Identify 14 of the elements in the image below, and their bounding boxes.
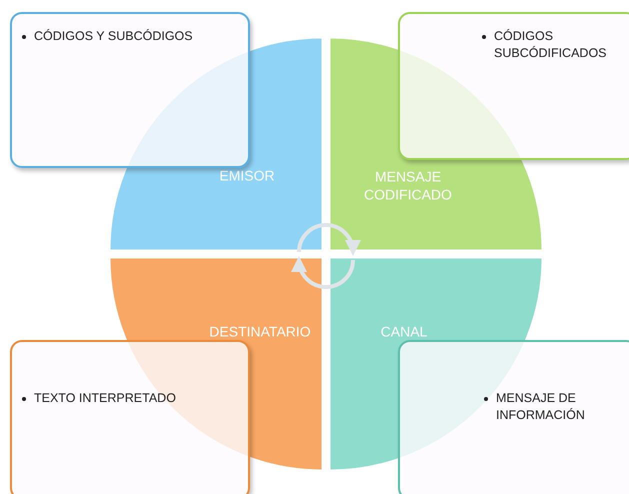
- text-card: [10, 12, 250, 168]
- text-card: [398, 340, 629, 494]
- quadrant-label: DESTINATARIO: [208, 323, 312, 341]
- quadrant-label: MENSAJE CODIFICADO: [363, 168, 453, 204]
- text-card: [10, 340, 250, 494]
- cycle-arrow: [292, 256, 355, 289]
- text-card: [398, 12, 629, 160]
- bullet-text: TEXTO INTERPRETADO: [22, 390, 234, 407]
- quadrant-label: EMISOR: [218, 167, 276, 185]
- bullet-text: CÓDIGOS SUBCÓDIFICADOS: [482, 28, 629, 62]
- bullet-text: CÓDIGOS Y SUBCÓDIGOS: [22, 28, 234, 45]
- cycle-arrow: [297, 223, 360, 256]
- quadrant-label: CANAL: [380, 323, 428, 341]
- bullet-text: MENSAJE DE INFORMACIÓN: [484, 390, 629, 424]
